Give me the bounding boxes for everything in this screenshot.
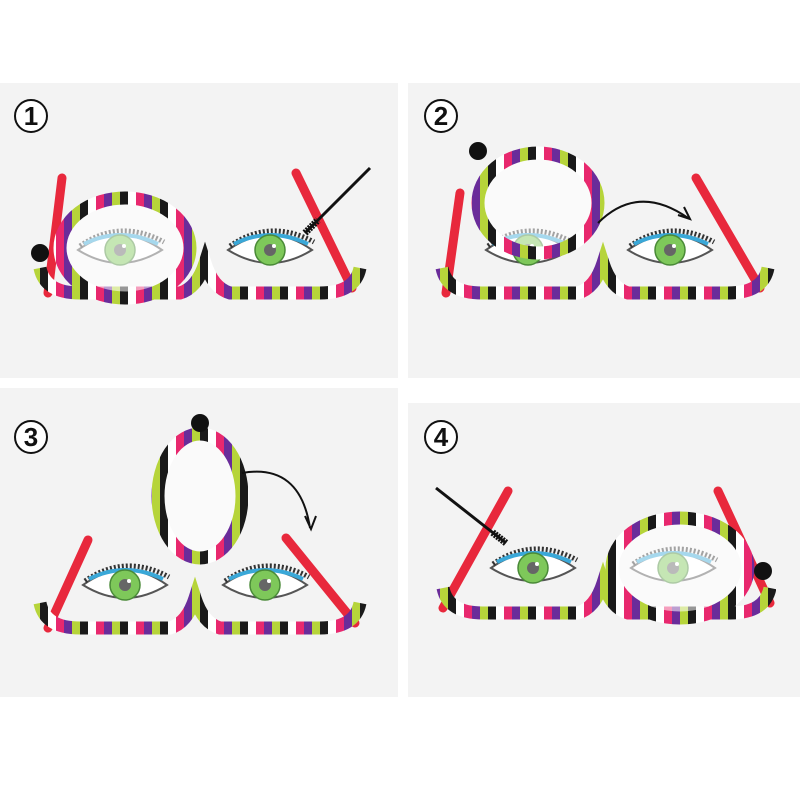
magnifying-lens [53, 191, 197, 305]
temple-arm [43, 535, 93, 633]
step-number-badge: 3 [14, 420, 48, 454]
step-panel-1: 1 [0, 83, 398, 378]
frame-rim [436, 561, 777, 620]
rotate-arrow-icon [597, 200, 692, 224]
step-panel-3: 3 [0, 388, 398, 697]
eye-icon [81, 563, 171, 601]
frame-rim [435, 241, 775, 300]
eye-icon [221, 563, 311, 601]
glasses-illustration [31, 166, 372, 305]
mascara-wand-icon [435, 486, 509, 546]
eye-icon [626, 228, 716, 266]
step-number-badge: 1 [14, 99, 48, 133]
temple-arm [691, 173, 765, 293]
temple-arm [43, 173, 67, 298]
temple-arm [291, 168, 357, 293]
step-panel-2: 2 [408, 83, 800, 378]
eye-icon [226, 228, 316, 266]
mascara-wand-icon [302, 166, 372, 236]
frame-rim [33, 576, 367, 635]
step-number-badge: 2 [424, 99, 458, 133]
step-panel-4: 4 [408, 403, 800, 697]
magnifying-lens [471, 146, 605, 260]
glasses-illustration [33, 414, 367, 635]
frame-rim [33, 241, 367, 300]
step-number-badge: 4 [424, 420, 458, 454]
eye-icon [489, 546, 579, 584]
glasses-illustration [435, 142, 775, 300]
magnifying-lens [151, 427, 249, 565]
magnifying-lens [605, 511, 755, 625]
temple-arm [281, 533, 360, 628]
glasses-illustration [435, 486, 777, 625]
temple-arm [438, 486, 513, 613]
rotate-arrow-icon [241, 470, 317, 532]
